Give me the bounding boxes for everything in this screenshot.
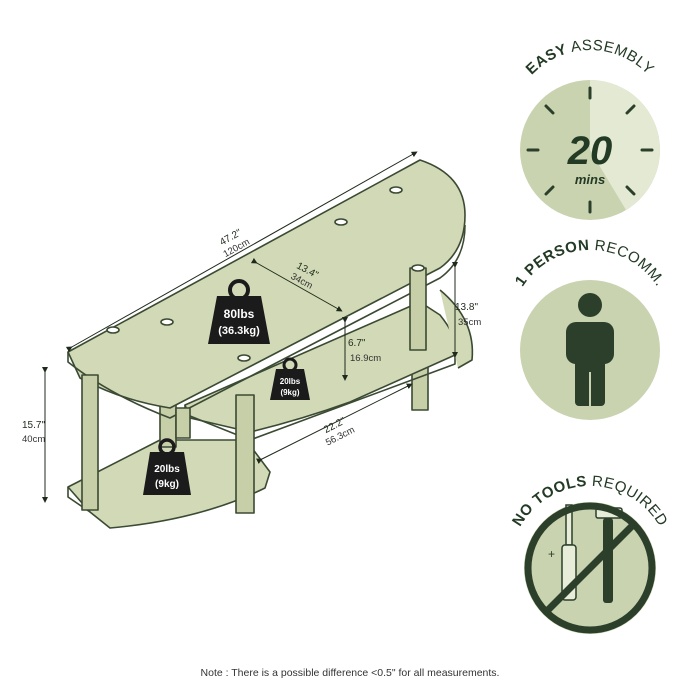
measurement-note: Note : There is a possible difference <0… xyxy=(200,667,500,679)
label-shelf-height-cm: 35cm xyxy=(458,317,481,328)
label-shelf-gap-in: 6.7" xyxy=(348,338,366,349)
prohibited-icon xyxy=(543,521,637,615)
svg-text:20lbs: 20lbs xyxy=(154,464,180,475)
svg-text:+: + xyxy=(548,547,555,561)
person-icon xyxy=(566,293,614,406)
easy-assembly-title: EASY ASSEMBLY xyxy=(523,37,658,78)
dimension-lines xyxy=(42,151,458,503)
svg-text:(9kg): (9kg) xyxy=(155,479,179,490)
weight-icon-bottom: 20lbs (9kg) xyxy=(143,438,191,495)
easy-assembly-badge: EASY ASSEMBLY 20 mins xyxy=(520,37,660,220)
label-height-cm: 40cm xyxy=(22,434,45,445)
label-shelf-gap-cm: 16.9cm xyxy=(350,353,381,364)
no-tools-badge: NO TOOLS REQUIRED + xyxy=(509,473,671,634)
tv-stand xyxy=(67,159,474,529)
svg-text:20lbs: 20lbs xyxy=(280,377,301,386)
weight-icon-middle: 20lbs (9kg) xyxy=(270,357,310,400)
label-shelf-height-in: 13.8" xyxy=(455,302,478,313)
svg-text:(36.3kg): (36.3kg) xyxy=(218,325,260,337)
svg-text:80lbs: 80lbs xyxy=(224,307,255,321)
weight-icon-top: 80lbs (36.3kg) xyxy=(208,279,270,344)
one-person-badge: 1 PERSON RECOMM. xyxy=(512,237,668,420)
assembly-minutes: 20 xyxy=(567,129,613,173)
svg-text:(9kg): (9kg) xyxy=(280,388,299,397)
label-inner-width: 22.2" 56.3cm xyxy=(322,415,357,448)
assembly-unit: mins xyxy=(575,172,605,187)
clock-icon xyxy=(526,86,654,214)
label-height-in: 15.7" xyxy=(22,420,45,431)
